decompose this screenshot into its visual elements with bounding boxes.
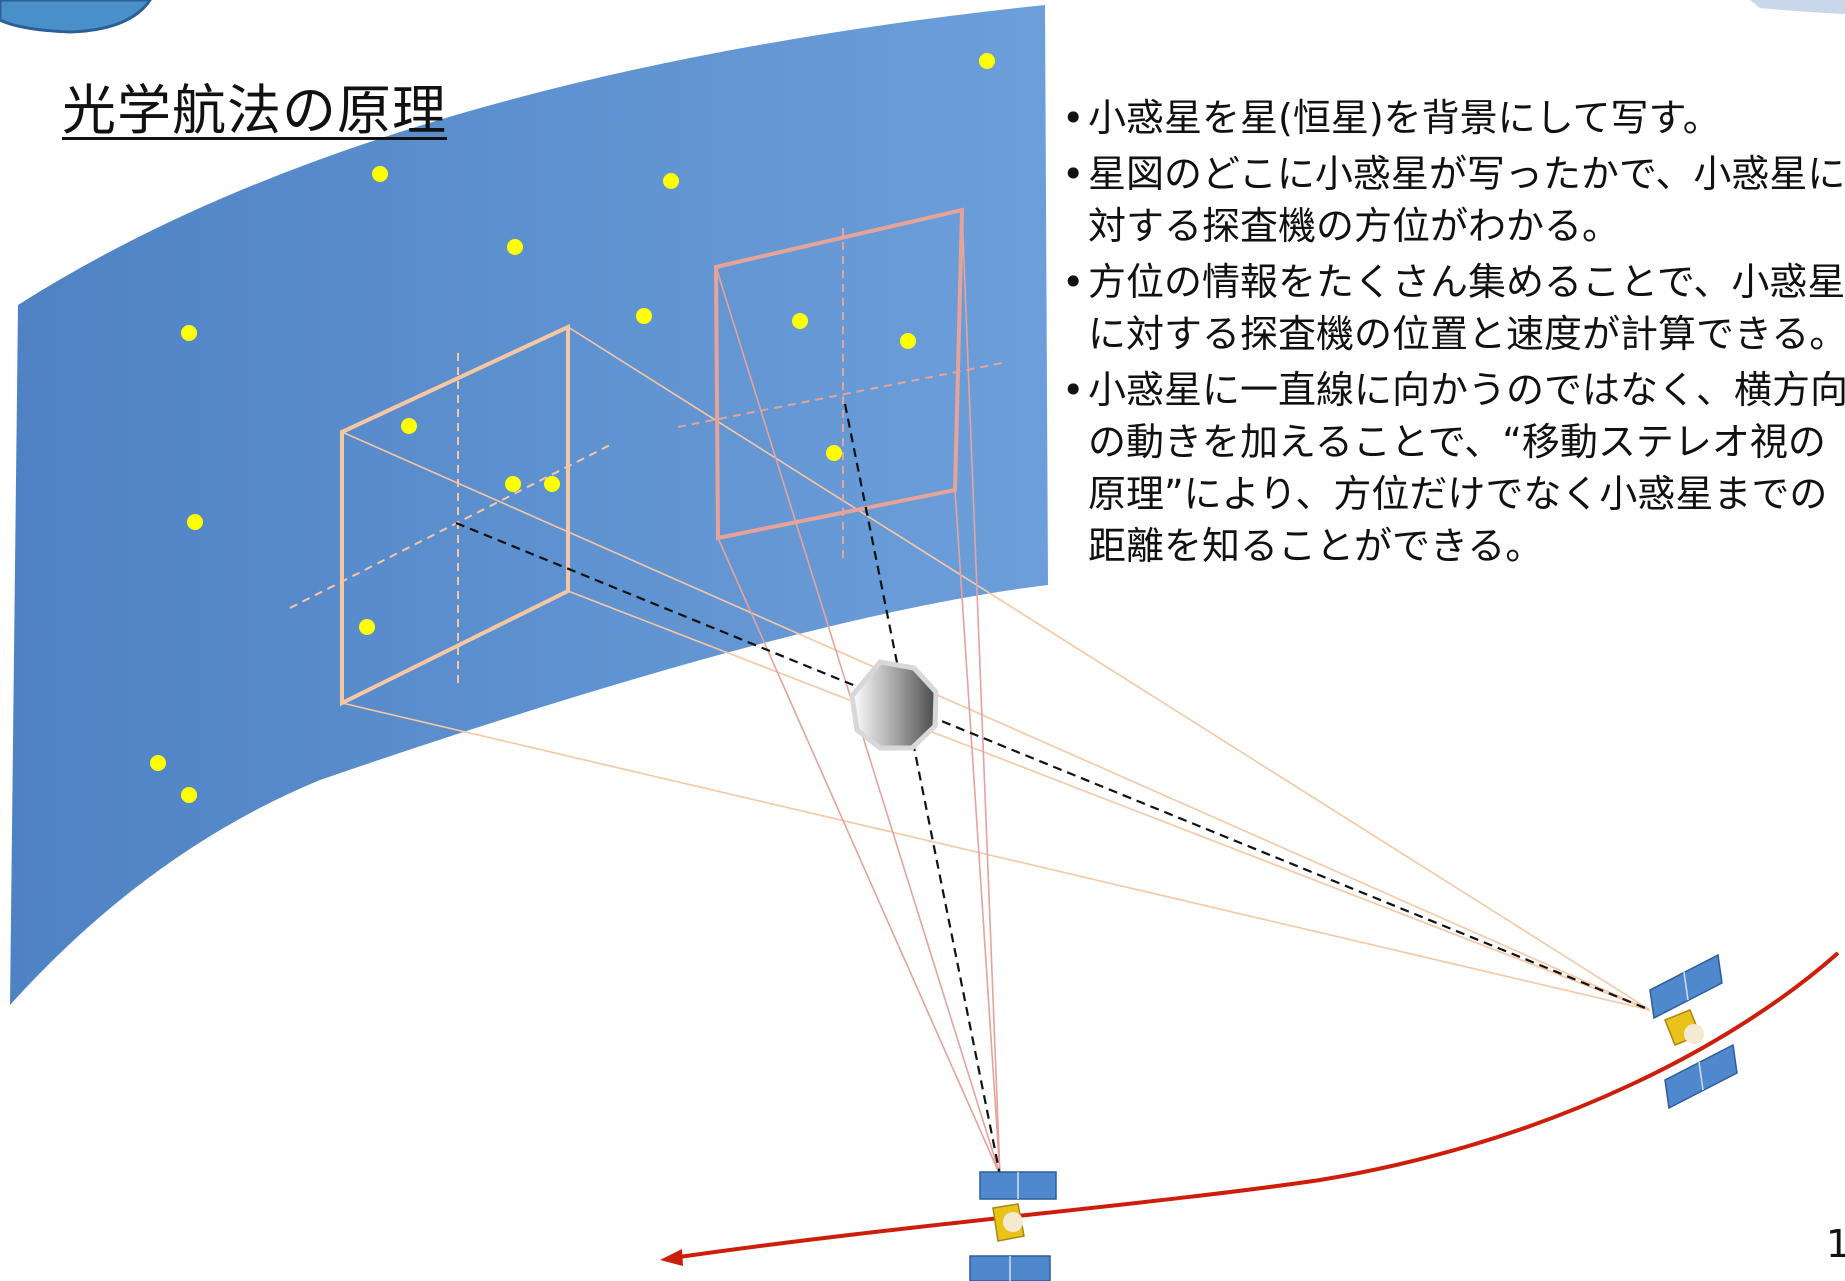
bullet-list: 小惑星を星(恒星)を背景にして写す。 星図のどこに小惑星が写ったかで、小惑星に対… bbox=[1062, 92, 1845, 576]
page-number: 1 bbox=[1826, 1222, 1845, 1266]
star bbox=[181, 787, 197, 803]
logo-icon bbox=[0, 0, 152, 34]
star bbox=[372, 166, 388, 182]
star bbox=[663, 173, 679, 189]
star-field bbox=[10, 5, 1048, 1005]
star bbox=[181, 325, 197, 341]
star bbox=[826, 445, 842, 461]
star bbox=[150, 755, 166, 771]
star bbox=[636, 308, 652, 324]
arrowhead-icon bbox=[660, 1249, 683, 1266]
asteroid-icon bbox=[849, 659, 939, 751]
left-camera-frame bbox=[289, 323, 1651, 1011]
bullet-item: 方位の情報をたくさん集めることで、小惑星に対する探査機の位置と速度が計算できる。 bbox=[1062, 256, 1845, 360]
star bbox=[401, 418, 417, 434]
corner-mark-icon bbox=[1750, 0, 1845, 14]
star bbox=[187, 514, 203, 530]
star bbox=[505, 476, 521, 492]
star bbox=[792, 313, 808, 329]
bullet-item: 星図のどこに小惑星が写ったかで、小惑星に対する探査機の方位がわかる。 bbox=[1062, 148, 1845, 252]
spacecraft-icon bbox=[1649, 953, 1738, 1110]
bullet-item: 小惑星を星(恒星)を背景にして写す。 bbox=[1062, 92, 1845, 144]
star bbox=[979, 53, 995, 69]
bullet-item: 小惑星に一直線に向かうのではなく、横方向の動きを加えることで、“移動ステレオ視の… bbox=[1062, 364, 1845, 572]
star bbox=[900, 333, 916, 349]
stars bbox=[150, 53, 995, 803]
trajectory-arrow bbox=[671, 951, 1840, 1260]
star bbox=[544, 476, 560, 492]
slide-title: 光学航法の原理 bbox=[62, 79, 447, 142]
star bbox=[507, 239, 523, 255]
lines-of-sight bbox=[455, 403, 1651, 1176]
star bbox=[359, 619, 375, 635]
spacecraft-icon bbox=[969, 1171, 1057, 1281]
